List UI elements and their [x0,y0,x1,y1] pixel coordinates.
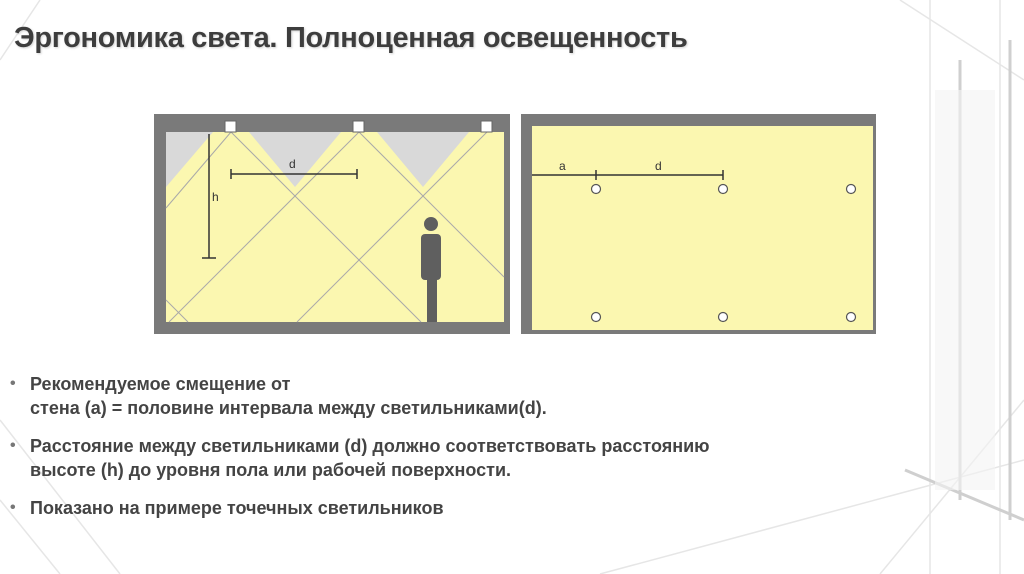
bullet-text: Показано на примере точечных светильнико… [30,498,444,518]
label-a: a [559,159,566,173]
lamp-dot-icon [590,183,602,195]
ceiling-lamp-icon [352,120,365,133]
section-view: h d [154,114,510,334]
ceiling-lamp-icon [480,120,493,133]
bullet-item: • Показано на примере точечных светильни… [8,496,710,520]
bullet-text: Рекомендуемое смещение от [30,374,291,394]
bullet-icon: • [10,437,16,454]
shadow-zone [377,132,469,187]
bullet-icon: • [10,499,16,516]
bullet-list: • Рекомендуемое смещение от стена (a) = … [8,372,710,534]
plan-view: a d [521,114,876,334]
bullet-text: Расстояние между светильниками (d) должн… [30,436,710,456]
bullet-item: • Расстояние между светильниками (d) дол… [8,434,710,482]
bullet-text: высоте (h) до уровня пола или рабочей по… [30,460,512,480]
lamp-dot-icon [845,311,857,323]
lamp-dot-icon [717,311,729,323]
bullet-icon: • [10,375,16,392]
shadow-zone [249,132,341,187]
person-icon [421,217,441,322]
distance-dimension [230,169,358,179]
light-cones [165,131,505,323]
ceiling-lamp-icon [224,120,237,133]
lamp-dot-icon [717,183,729,195]
plan-room [532,126,873,330]
label-d-plan: d [655,159,662,173]
label-h: h [212,190,219,204]
lamp-dot-icon [845,183,857,195]
bullet-text: стена (a) = половине интервала между све… [30,398,547,418]
section-room [166,132,504,322]
bullet-item: • Рекомендуемое смещение от стена (a) = … [8,372,710,420]
shadow-zone [166,132,213,187]
page-title: Эргономика света. Полноценная освещеннос… [14,22,688,54]
lamp-dot-icon [590,311,602,323]
label-d: d [289,157,296,171]
height-dimension [202,134,216,259]
plan-dimension [532,170,724,180]
